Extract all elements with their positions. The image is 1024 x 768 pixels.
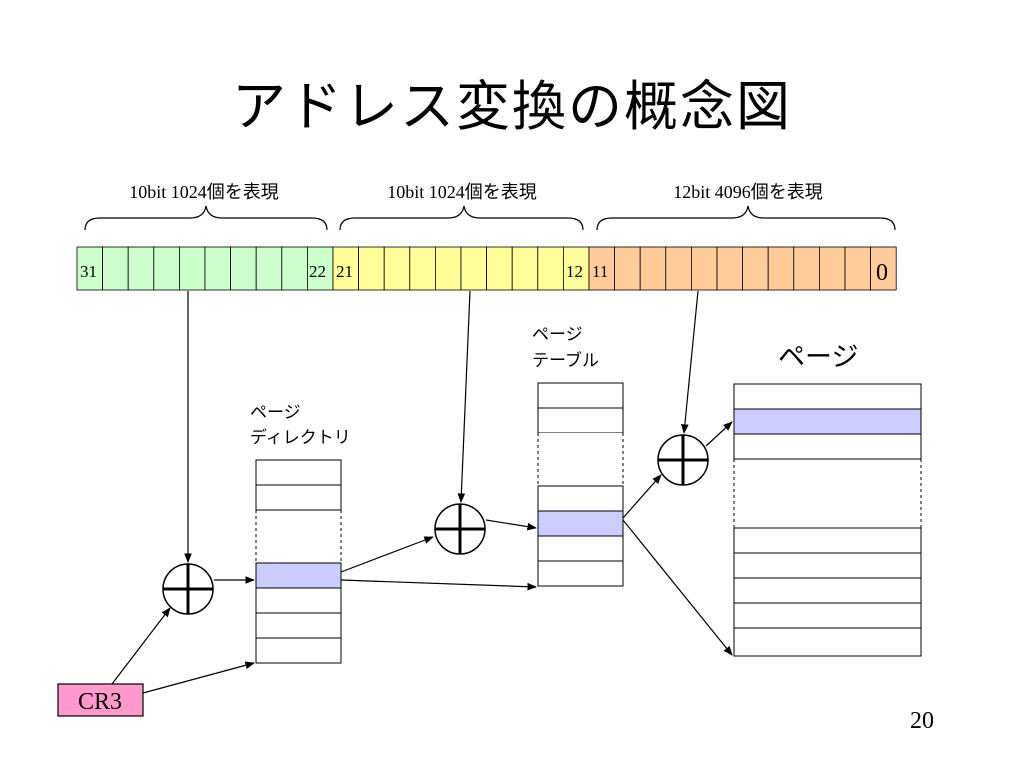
segment-label-page-table: 10bit 1024個を表現 — [387, 182, 537, 202]
arrow-directory-entry-to-adder — [340, 536, 434, 573]
page-entry-highlight — [733, 408, 922, 435]
bit-cell — [614, 246, 641, 291]
brace-page-table — [339, 205, 584, 231]
page-directory-table — [255, 459, 342, 664]
bit-cell — [460, 246, 488, 291]
bit-31-label: 31 — [80, 262, 97, 281]
bit-cell — [511, 246, 539, 291]
page-table-label-1: ページ — [532, 325, 583, 345]
segment-label-directory: 10bit 1024個を表現 — [129, 182, 279, 202]
bit-cell — [434, 246, 462, 291]
bit-cell — [204, 246, 232, 291]
bit-12-label: 12 — [566, 262, 583, 281]
page-table — [537, 382, 624, 587]
bit-cell — [358, 246, 385, 291]
bit-11-label: 11 — [592, 262, 608, 281]
bit-cell — [153, 246, 180, 291]
bit-cell — [716, 246, 744, 291]
brace-directory — [84, 205, 328, 231]
bit-cell — [281, 246, 308, 291]
page-table-label-2: テーブル — [532, 350, 599, 371]
bit-0-label: 0 — [876, 260, 888, 286]
bit-cell — [178, 246, 206, 291]
linear-address-register — [76, 246, 897, 291]
bit-cell — [486, 246, 513, 291]
page-directory-label-2: ディレクトリ — [250, 427, 351, 448]
bit-cell — [639, 246, 667, 291]
bit-cell — [742, 246, 769, 291]
arrow-adder-to-page-entry — [705, 421, 733, 447]
arrow-page-table-entry-to-adder — [622, 474, 662, 519]
arrow-directory-entry-to-page-table — [340, 579, 537, 591]
arrow-cr3-to-directory — [142, 661, 255, 694]
page-label: ページ — [778, 342, 858, 373]
bit-cell — [306, 246, 334, 291]
bit-cell — [332, 246, 360, 291]
slide-title: アドレス変換の概念図 — [232, 75, 792, 138]
bit-21-label: 21 — [336, 262, 353, 281]
brace-offset — [596, 205, 896, 231]
arrow-table-bits-to-adder — [457, 290, 471, 503]
page-frame — [733, 383, 922, 657]
adder-directory-icon — [162, 563, 214, 615]
bit-cell — [665, 246, 692, 291]
bit-cell — [819, 246, 846, 291]
bit-cell — [409, 246, 436, 291]
bit-cell — [102, 246, 129, 291]
adder-page-icon — [657, 434, 709, 486]
bit-22-label: 22 — [309, 262, 326, 281]
arrow-cr3-to-adder — [111, 607, 171, 685]
arrow-page-table-entry-to-page — [622, 519, 733, 656]
bit-cell — [588, 246, 616, 291]
arrow-adder-to-page-table-entry — [485, 519, 537, 531]
page-number: 20 — [910, 708, 934, 734]
adder-page-table-icon — [434, 503, 486, 555]
bit-cell — [767, 246, 795, 291]
bit-cell — [563, 246, 590, 291]
arrow-offset-bits-to-adder — [681, 290, 699, 434]
bit-cell — [255, 246, 283, 291]
bit-cell — [793, 246, 820, 291]
bit-cell — [230, 246, 257, 291]
bit-cell — [383, 246, 411, 291]
page-table-entry-highlight — [537, 510, 624, 537]
flow-arrows — [111, 290, 733, 694]
bit-cell — [844, 246, 872, 291]
bit-cell — [537, 246, 564, 291]
page-directory-label-1: ページ — [250, 403, 301, 423]
page-directory-entry-highlight — [255, 562, 342, 589]
bit-cell — [870, 246, 897, 291]
bit-cell — [76, 246, 104, 291]
bit-cell — [127, 246, 155, 291]
cr3-label: CR3 — [78, 689, 122, 715]
segment-label-offset: 12bit 4096個を表現 — [673, 182, 823, 202]
bit-cell — [691, 246, 718, 291]
cr3-register: CR3 — [57, 683, 144, 717]
